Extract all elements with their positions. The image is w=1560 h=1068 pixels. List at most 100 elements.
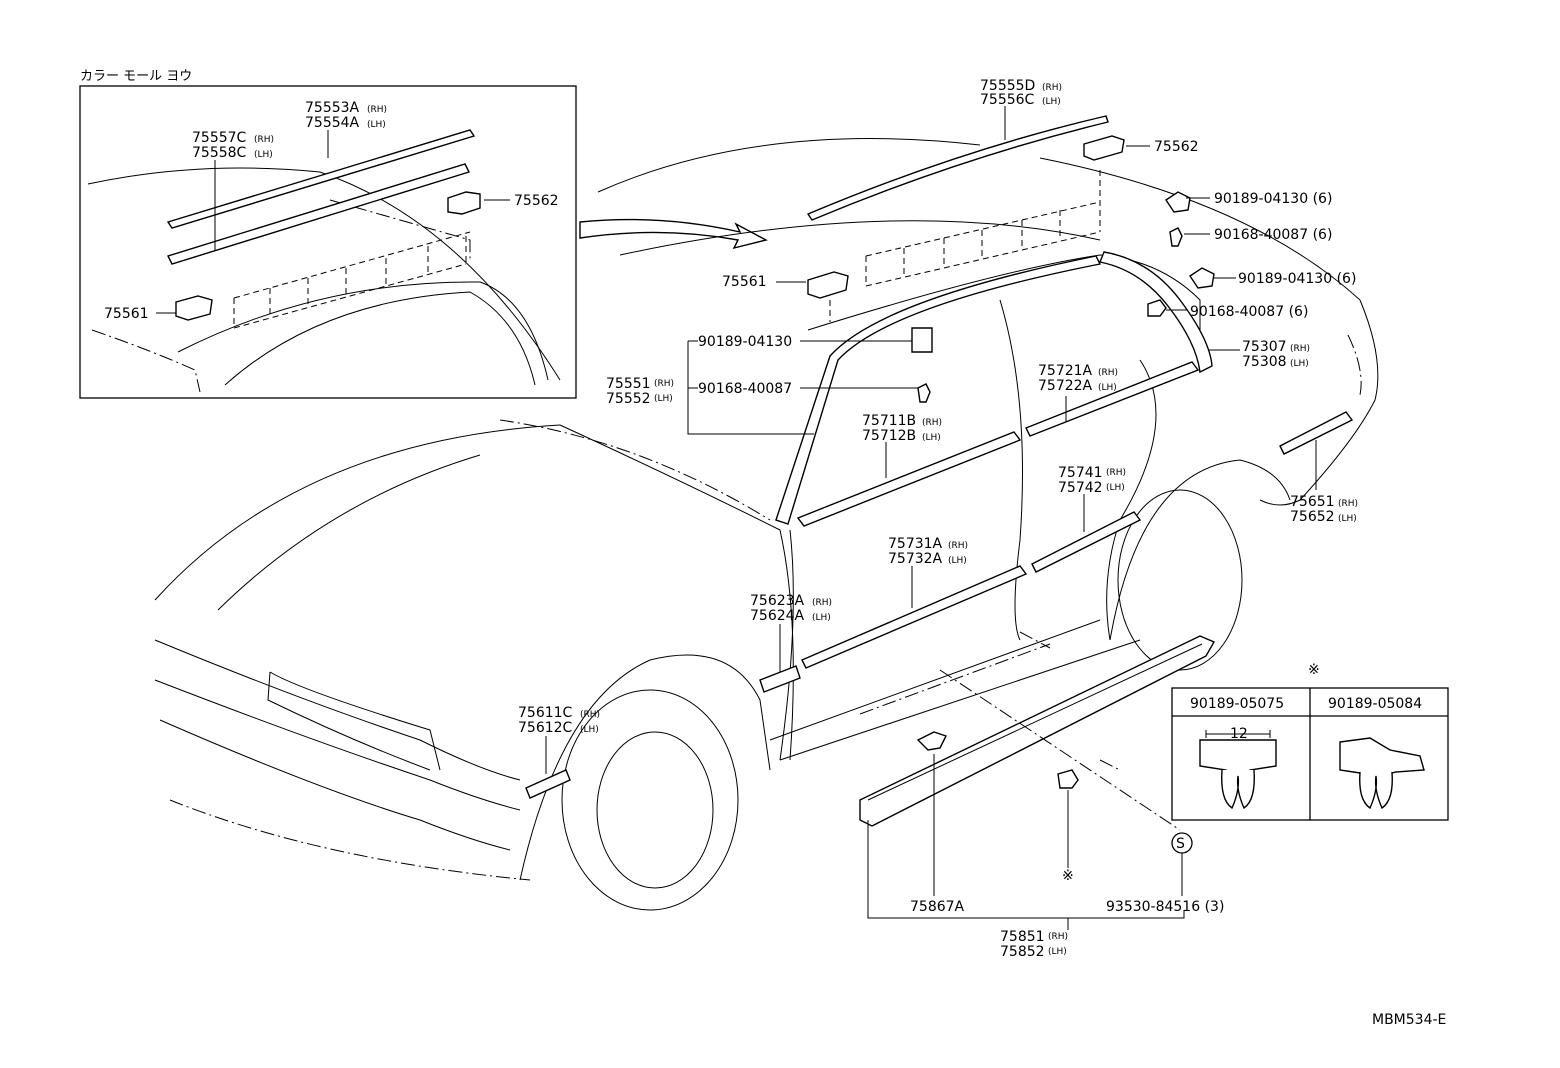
clip-90189-05084-head [1339,737,1425,777]
label-75624A-suffix: (LH) [812,613,831,623]
inset-panel: カラー モール ヨウ 75553A (RH) 75554A (LH) 75557… [79,69,577,399]
label-75555D: 75555D [980,78,1035,94]
label-75624A: 75624A [750,608,805,624]
label-75552: 75552 [606,391,651,407]
label-75557C-suffix: (RH) [254,135,274,145]
label-75552-suffix: (LH) [654,394,673,404]
leader-75551-bracket [687,340,814,435]
label-75867A: 75867A [910,899,965,915]
label-75851: 75851 [1000,929,1045,945]
clip-table-marker: ※ [1308,662,1320,678]
label-75721A-suffix: (RH) [1098,368,1118,378]
rocker-molding-stripe [867,643,1203,801]
label-75732A: 75732A [888,551,943,567]
label-75623A: 75623A [750,593,805,609]
rocker-line [769,619,1101,741]
fastener-90168-40087-a [1169,227,1183,247]
side-molding-75623A [759,665,801,693]
label-75851-suffix: (RH) [1048,932,1068,942]
hood-front-edge [154,424,561,601]
inset-molding-75557C [167,163,470,265]
label-75852-suffix: (LH) [1048,947,1067,957]
inset-to-main-arrow [579,218,768,250]
fastener-clip-star [1057,769,1079,789]
label-75555D-suffix: (RH) [1042,83,1062,93]
rear-pillar-line [1347,334,1362,396]
label-75711B: 75711B [862,413,916,429]
rocker-molding-75851 [859,635,1215,827]
molding-75307 [1099,251,1213,374]
label-75612C: 75612C [518,720,573,736]
label-90189-04130-c: 90189-04130 [698,334,792,350]
label-75308-suffix: (LH) [1290,359,1309,369]
label-75558C: 75558C [192,145,247,161]
label-90189-04130-b: 90189-04130 (6) [1238,271,1356,287]
inset-frame [79,85,577,399]
label-75721A: 75721A [1038,363,1093,379]
fastener-90168-40087-b [1147,299,1167,317]
belt-molding-75711B [796,431,1022,527]
front-tire [561,689,739,911]
label-75556C: 75556C [980,92,1035,108]
label-93530-84516: 93530-84516 (3) [1106,899,1224,915]
label-75741-suffix: (RH) [1106,468,1126,478]
rear-quarter [1259,299,1379,506]
front-wheel-arch [519,654,771,881]
headlamp-bottom [267,671,431,771]
label-75732A-suffix: (LH) [948,556,967,566]
molding-75551 [775,255,1102,525]
window-top-frame [807,254,1201,360]
belt-molding-75721A [1025,361,1200,437]
roof-install-guides [865,200,1101,287]
label-75651-suffix: (RH) [1338,499,1358,509]
rear-molding-75651 [1279,411,1354,455]
clip-table-col2-header: 90189-05084 [1328,696,1422,712]
label-75722A-suffix: (LH) [1098,383,1117,393]
rocker-install-guides [859,631,1181,831]
clip-dimension-12: 12 [1230,726,1248,742]
label-75652: 75652 [1290,509,1335,525]
clip-75561 [807,271,849,299]
fastener-90189-04130-b [1189,267,1215,289]
label-90168-40087-a: 90168-40087 (6) [1214,227,1332,243]
leader-75851-bracket [867,820,1185,930]
roof-front-edge [597,138,981,193]
label-75561: 75561 [722,274,767,290]
label-75612C-suffix: (LH) [580,725,599,735]
clip-90189-05084-legs [1359,771,1393,810]
inset-clip-75562 [447,191,481,215]
headlamp-top [269,671,441,771]
label-75553A: 75553A [305,100,360,116]
front-wheel-hub [596,731,714,889]
label-75554A-suffix: (LH) [367,120,386,130]
label-75731A: 75731A [888,536,943,552]
label-75557C: 75557C [192,130,247,146]
label-75307: 75307 [1242,339,1287,355]
fastener-90168-40087-c [917,383,931,403]
clip-75562 [1083,135,1125,161]
inset-window-frame [177,281,549,381]
label-75611C-suffix: (RH) [580,710,600,720]
clip-table-col1-header: 90189-05075 [1190,696,1284,712]
label-75554A: 75554A [305,115,360,131]
rear-wheel-arch [1109,459,1291,641]
label-75308: 75308 [1242,354,1287,370]
label-75711B-suffix: (RH) [922,418,942,428]
main-labels: 75555D (RH) 75556C (LH) 75562 90189-0413… [518,78,1358,960]
fastener-75867A [916,731,947,751]
label-75562: 75562 [1154,139,1199,155]
clip-90189-05075-legs [1221,769,1255,810]
label-75307-suffix: (RH) [1290,344,1310,354]
rocker-lower [779,639,1141,761]
label-75722A: 75722A [1038,378,1093,394]
fastener-90189-04130-c [911,327,933,353]
inset-molding-75553A [166,129,476,229]
label-90168-40087-b: 90168-40087 (6) [1190,304,1308,320]
inset-install-guides [233,231,471,329]
fastener-90189-04130-a [1165,191,1191,213]
label-75742: 75742 [1058,480,1103,496]
label-75651: 75651 [1290,494,1335,510]
parts: S ※ [525,115,1354,884]
label-75712B-suffix: (LH) [922,433,941,443]
